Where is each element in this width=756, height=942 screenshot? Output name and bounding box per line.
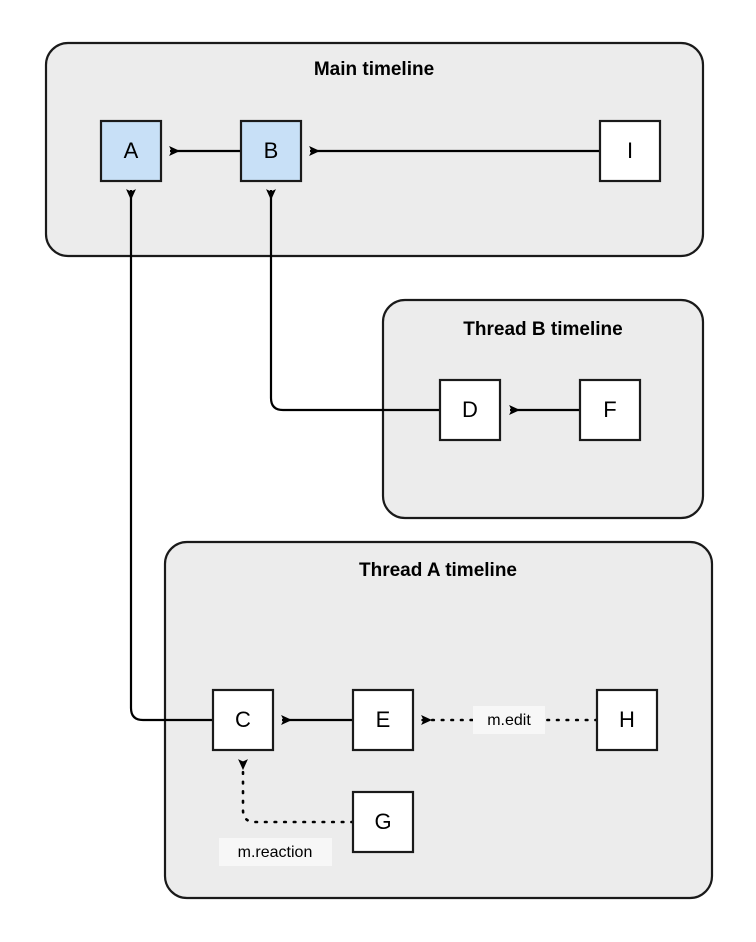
node-G-box [351,790,415,854]
node-C-label: C [235,707,251,732]
node-F-box [578,378,642,442]
edge-G-to-C[interactable] [238,758,355,824]
node-A-label: A [124,138,139,163]
edges-layer [126,146,600,824]
group-main-timeline-box [44,41,705,258]
edge-labels-layer: m.edit m.reaction [219,706,545,866]
node-I-box [598,119,662,183]
node-H-label: H [619,707,635,732]
node-I[interactable]: I [598,119,662,183]
node-G-label: G [374,809,391,834]
nodes-layer: A B I D F C [99,119,662,854]
node-B-box [239,119,303,183]
node-E-box [351,688,415,752]
edge-label-m-edit-bg [473,706,545,734]
node-F[interactable]: F [578,378,642,442]
group-main-timeline-title: Main timeline [314,59,434,80]
node-E[interactable]: E [351,688,415,752]
node-E-label: E [376,707,391,732]
group-thread-a-timeline-title: Thread A timeline [359,560,517,581]
node-H[interactable]: H [595,688,659,752]
node-C[interactable]: C [211,688,275,752]
node-B-label: B [264,138,279,163]
node-H-box [595,688,659,752]
group-main-timeline[interactable]: Main timeline [44,41,705,258]
node-D[interactable]: D [438,378,502,442]
edge-label-m-reaction-bg [219,838,332,866]
node-B[interactable]: B [239,119,303,183]
edge-C-to-A[interactable] [126,189,213,722]
node-F-label: F [603,397,616,422]
edge-label-m-reaction: m.reaction [219,838,332,866]
group-containers: Main timeline Thread B timeline Thread A… [44,41,714,900]
edge-D-to-B[interactable] [266,189,440,412]
node-A[interactable]: A [99,119,163,183]
edge-label-m-edit: m.edit [473,706,545,734]
node-I-label: I [627,138,633,163]
node-D-box [438,378,502,442]
node-D-label: D [462,397,478,422]
edge-label-m-reaction-text: m.reaction [238,844,313,861]
node-A-box [99,119,163,183]
group-thread-b-timeline-title: Thread B timeline [463,319,622,340]
edge-label-m-edit-text: m.edit [487,712,531,729]
node-C-box [211,688,275,752]
node-G[interactable]: G [351,790,415,854]
